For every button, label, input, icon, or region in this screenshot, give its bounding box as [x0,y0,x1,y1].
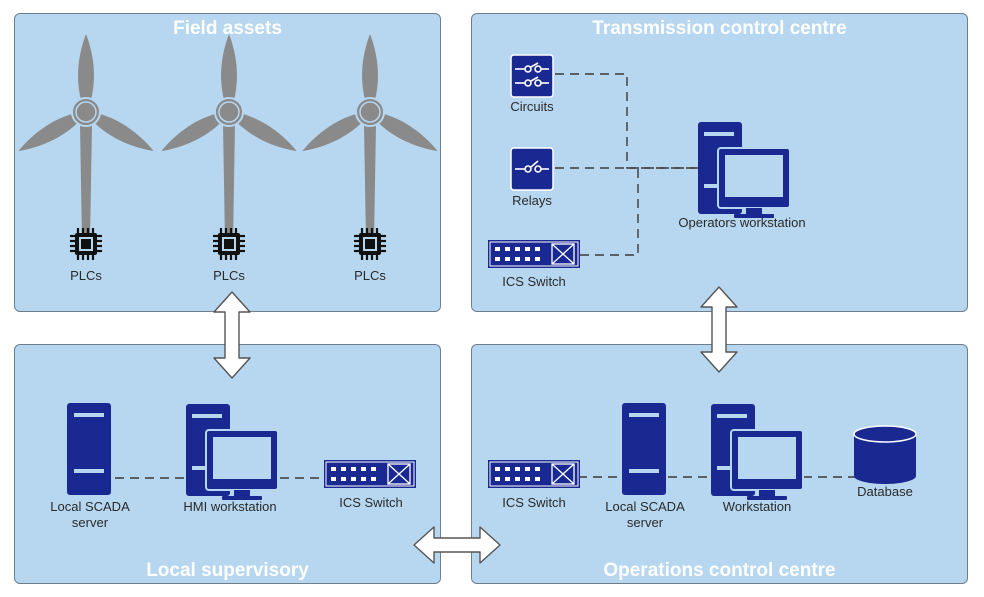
hmi-workstation-icon [185,403,279,501]
workstation-icon [710,403,804,501]
workstation-label: Workstation [722,499,792,514]
wind-turbine-icon [13,33,159,243]
panel-title-local-supervisory: Local supervisory [146,560,309,581]
circuits-label: Circuits [510,99,554,114]
panel-title-operations: Operations control centre [603,560,836,581]
plc-label: PLCs [70,268,102,283]
relays-label: Relays [512,193,552,208]
operators-workstation-label: Operators workstation [678,215,806,230]
panel-title-transmission: Transmission control centre [592,18,847,39]
hmi-workstation-label: HMI workstation [183,499,277,514]
panel-title-field-assets: Field assets [173,18,282,39]
local-scada-server-label: Local SCADA server [605,499,685,530]
ics-switch-label: ICS Switch [502,495,566,510]
local-scada-server-icon [67,403,111,495]
ics-switch-icon [487,239,581,269]
wind-turbine-icon [297,33,443,243]
transmission-connectors [555,73,700,256]
ics-switch-label: ICS Switch [502,274,566,289]
local-scada-server-icon [622,403,666,495]
plc-label: PLCs [354,268,386,283]
circuits-icon [510,54,554,98]
ics-switch-icon [323,459,417,489]
ics-switch-icon [487,459,581,489]
wind-turbine-icon [156,33,302,243]
double-arrow-transmission-operations [700,286,738,373]
relays-icon [510,147,554,191]
ics-switch-label: ICS Switch [339,495,403,510]
database-label: Database [857,484,913,499]
database-icon [853,425,917,484]
local-scada-server-label: Local SCADA server [50,499,130,530]
double-arrow-field-local [213,291,251,379]
operators-workstation-icon [697,121,791,219]
plc-label: PLCs [213,268,245,283]
double-arrow-local-operations [413,526,501,564]
